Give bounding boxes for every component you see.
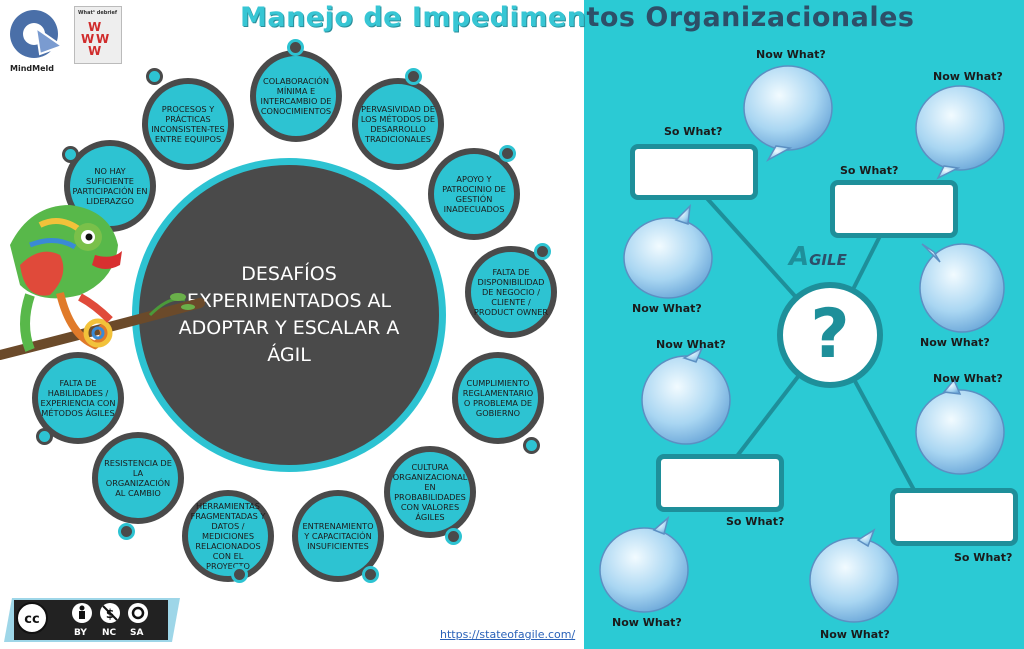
challenge-bubble-management-support: APOYO Y PATROCINIO DE GESTIÓN INADECUADO… — [428, 148, 520, 240]
mindmeld-label: MindMeld — [10, 64, 54, 73]
now-what-label: Now What? — [933, 70, 1003, 83]
challenge-bubble-tools: HERRAMIENTAS FRAGMENTADAS Y DATOS / MEDI… — [182, 490, 274, 582]
now-what-label: Now What? — [632, 302, 702, 315]
challenge-text: FALTA DE HABILIDADES / EXPERIENCIA CON M… — [40, 378, 116, 418]
now-what-label: Now What? — [756, 48, 826, 61]
challenge-text: HERRAMIENTAS FRAGMENTADAS Y DATOS / MEDI… — [190, 501, 266, 571]
connector-dot — [287, 39, 304, 56]
agile-logo: AGILE — [789, 242, 847, 272]
cc-by-label: BY — [74, 628, 87, 638]
challenge-bubble-training: ENTRENAMIENTO Y CAPACITACIÓN INSUFICIENT… — [292, 490, 384, 582]
www-icon: W W W W — [81, 20, 109, 58]
challenge-text: APOYO Y PATROCINIO DE GESTIÓN INADECUADO… — [442, 174, 506, 214]
connector-dot — [146, 68, 163, 85]
left-panel: MindMeld What¹ debrief W W W W DESAFÍOS … — [0, 6, 576, 642]
mindmap-connectors — [599, 65, 1005, 623]
speech-bubbles — [599, 65, 1005, 623]
challenge-text: NO HAY SUFICIENTE PARTICIPACIÓN EN LIDER… — [72, 166, 148, 206]
now-what-label: Now What? — [920, 336, 990, 349]
challenge-text: PERVASIVIDAD DE LOS MÉTODOS DE DESARROLL… — [360, 104, 436, 144]
agile-logo-text: GILE — [809, 251, 847, 269]
mindmeld-logo: MindMeld — [6, 6, 66, 74]
connector-dot — [362, 566, 379, 583]
challenge-text: PROCESOS Y PRÁCTICAS INCONSISTEN-TES ENT… — [151, 104, 225, 144]
challenge-text: CUMPLIMIENTO REGLAMENTARIO O PROBLEMA DE… — [462, 378, 534, 418]
right-panel: ? AGILE Now What? Now What? So What? So … — [584, 0, 1024, 649]
question-mark-icon: ? — [810, 295, 850, 374]
challenge-text: COLABORACIÓN MÍNIMA E INTERCAMBIO DE CON… — [260, 76, 332, 116]
so-what-box-4 — [890, 488, 1018, 546]
svg-text:W: W — [96, 32, 109, 46]
connector-dot — [62, 146, 79, 163]
sa-icon — [128, 603, 148, 623]
challenge-bubble-product-owner: FALTA DE DISPONIBILIDAD DE NEGOCIO / CLI… — [465, 246, 557, 338]
challenge-text: FALTA DE DISPONIBILIDAD DE NEGOCIO / CLI… — [473, 267, 549, 317]
connector-dot — [534, 243, 551, 260]
svg-text:W: W — [88, 20, 101, 34]
so-what-box-3 — [656, 454, 784, 512]
svg-text:cc: cc — [24, 612, 39, 627]
whatif-label: What¹ debrief — [78, 10, 118, 16]
connector-dot — [499, 145, 516, 162]
so-what-label: So What? — [664, 125, 723, 138]
challenge-bubble-governance: CUMPLIMIENTO REGLAMENTARIO O PROBLEMA DE… — [452, 352, 544, 444]
now-what-label: Now What? — [612, 616, 682, 629]
so-what-label: So What? — [954, 551, 1013, 564]
chameleon-illustration — [0, 205, 205, 360]
challenge-text: ENTRENAMIENTO Y CAPACITACIÓN INSUFICIENT… — [302, 521, 374, 551]
connector-dot — [405, 68, 422, 85]
connector-dot — [445, 528, 462, 545]
title-part-2: tos Organizacionales — [586, 2, 915, 33]
connector-dot — [231, 566, 248, 583]
now-what-label: Now What? — [820, 628, 890, 641]
whatif-logo: What¹ debrief W W W W — [74, 6, 122, 64]
challenge-bubble-culture: CULTURA ORGANIZACIONAL EN PROBABILIDADES… — [384, 446, 476, 538]
center-text: DESAFÍOS EXPERIMENTADOS AL ADOPTAR Y ESC… — [178, 263, 400, 366]
so-what-box-2 — [830, 180, 958, 238]
now-what-label: Now What? — [656, 338, 726, 351]
svg-text:W: W — [88, 44, 101, 58]
state-of-agile-link[interactable]: https://stateofagile.com/ — [440, 628, 576, 641]
challenge-bubble-collaboration: COLABORACIÓN MÍNIMA E INTERCAMBIO DE CON… — [250, 50, 342, 142]
cc-nc-label: NC — [102, 628, 117, 638]
so-what-label: So What? — [726, 515, 785, 528]
question-circle: ? — [777, 282, 883, 388]
mindmeld-logo-icon — [10, 10, 65, 58]
now-what-label: Now What? — [933, 372, 1003, 385]
connector-dot — [36, 428, 53, 445]
connector-dot — [118, 523, 135, 540]
page-title: Manejo de Impedimentos Organizacionales — [240, 2, 914, 33]
so-what-box-1 — [630, 144, 758, 200]
challenge-bubble-processes: PROCESOS Y PRÁCTICAS INCONSISTEN-TES ENT… — [142, 78, 234, 170]
challenge-text: CULTURA ORGANIZACIONAL EN PROBABILIDADES… — [392, 462, 468, 522]
challenge-bubble-resistance: RESISTENCIA DE LA ORGANIZACIÓN AL CAMBIO — [92, 432, 184, 524]
cc-icon — [16, 602, 48, 634]
so-what-label: So What? — [840, 164, 899, 177]
connector-dot — [523, 437, 540, 454]
cc-license-badge: cc $ — [4, 598, 180, 642]
svg-text:W: W — [81, 32, 94, 46]
title-part-1: Manejo de Impedimen — [240, 2, 587, 33]
challenge-text: RESISTENCIA DE LA ORGANIZACIÓN AL CAMBIO — [104, 458, 172, 498]
challenge-bubble-traditional-methods: PERVASIVIDAD DE LOS MÉTODOS DE DESARROLL… — [352, 78, 444, 170]
cc-sa-label: SA — [130, 628, 144, 638]
